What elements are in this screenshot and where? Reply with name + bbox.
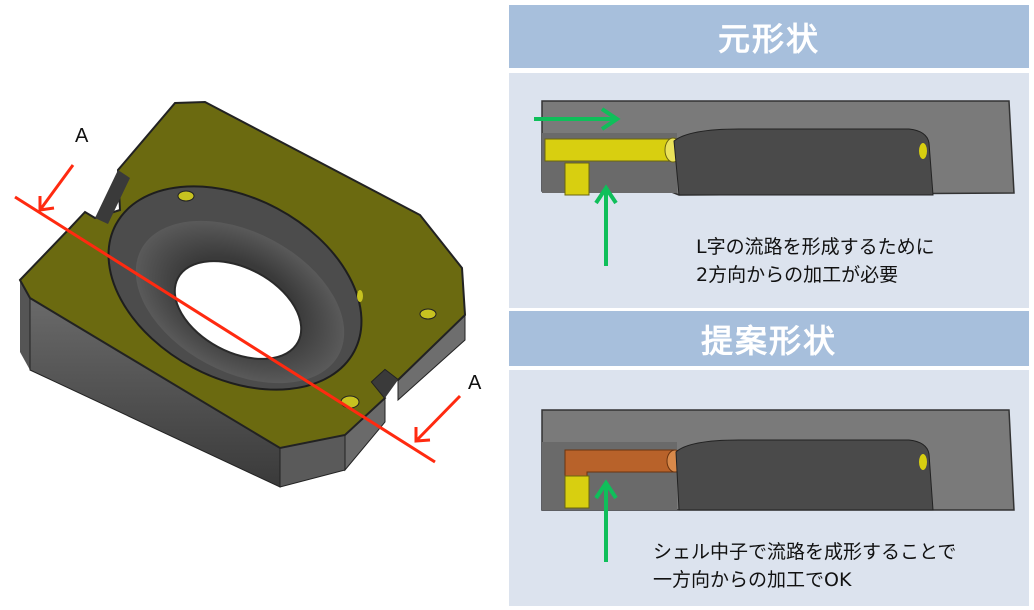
- original-pocket: [673, 128, 934, 196]
- original-horizontal-channel: [544, 138, 674, 162]
- slot-notch-1: [95, 170, 130, 224]
- original-caption-line2: 2方向からの加工が必要: [696, 264, 899, 286]
- original-section-view: [534, 100, 1015, 266]
- proposed-caption-line1: シェル中子で流路を成形することで: [653, 541, 957, 563]
- part-isometric-figure: [14, 100, 467, 488]
- proposed-pocket: [675, 439, 934, 511]
- section-line: [14, 195, 436, 464]
- original-arrow-vertical: [594, 184, 618, 266]
- slot-notch-2: [372, 370, 398, 398]
- proposed-core-channel: [564, 449, 676, 477]
- proposed-arrow-vertical: [594, 479, 618, 562]
- proposed-shape-header: 提案形状: [509, 311, 1029, 366]
- original-arrow-horizontal: [534, 107, 621, 131]
- section-label-top: A: [75, 125, 89, 147]
- proposed-caption-line2: 一方向からの加工でOK: [653, 569, 852, 591]
- proposed-shape-title: 提案形状: [700, 321, 837, 360]
- original-vertical-channel: [564, 162, 590, 196]
- part-side-faces: [20, 280, 466, 488]
- proposed-section-view: [541, 409, 1015, 562]
- bolt-hole-1: [177, 190, 195, 202]
- proposed-shape-panel: シェル中子で流路を成形することで 一方向からの加工でOK: [509, 370, 1029, 606]
- bolt-hole-3: [340, 395, 360, 409]
- original-caption-line1: L字の流路を形成するために: [696, 236, 935, 258]
- bolt-hole-2: [419, 308, 437, 320]
- proposed-vertical-channel: [564, 475, 590, 509]
- bolt-hole-4: [357, 290, 363, 302]
- original-shape-panel: L字の流路を形成するために 2方向からの加工が必要: [509, 73, 1029, 308]
- through-hole: [173, 260, 303, 360]
- section-arrow-top: [38, 164, 75, 212]
- section-label-bottom: A: [468, 372, 482, 394]
- original-shape-header: 元形状: [509, 5, 1029, 68]
- original-shape-title: 元形状: [717, 19, 820, 58]
- section-arrow-bottom: [414, 394, 462, 443]
